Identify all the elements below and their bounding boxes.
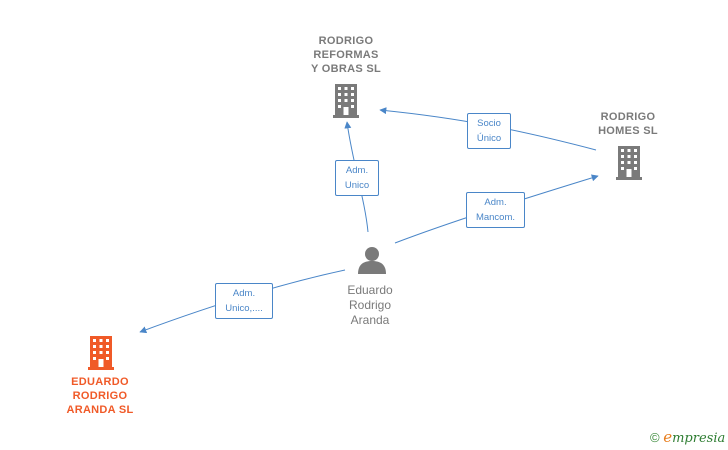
- node-label-line: REFORMAS: [313, 49, 379, 61]
- edge-label-line: Único: [476, 133, 502, 144]
- edge-label-line: Socio: [477, 118, 501, 129]
- edge-label-adm-unico-left[interactable]: Adm. Unico,....: [215, 283, 273, 319]
- person-label-line: Aranda: [350, 313, 390, 327]
- node-label-line: Y OBRAS SL: [310, 63, 382, 75]
- edge-label-socio-unico[interactable]: Socio Único: [467, 113, 511, 149]
- edge-label-adm-unico-top[interactable]: Adm. Unico: [335, 160, 379, 196]
- brand-watermark: © empresia: [650, 428, 725, 446]
- edge-label-line: Adm.: [484, 197, 507, 208]
- brand-logo-letter: e: [663, 428, 673, 446]
- edge-label-line: Unico: [344, 180, 370, 191]
- node-label-line: RODRIGO: [318, 35, 374, 47]
- node-label-line: EDUARDO: [71, 376, 129, 388]
- node-label-line: ARANDA SL: [66, 404, 134, 416]
- edge-label-line: Unico,....: [225, 303, 263, 314]
- edge-label-line: Mancom.: [475, 212, 516, 223]
- person-icon[interactable]: [358, 247, 386, 274]
- building-icon[interactable]: [333, 84, 359, 118]
- node-label-reformas[interactable]: RODRIGO REFORMAS Y OBRAS SL: [296, 34, 396, 76]
- edge-label-adm-mancom[interactable]: Adm. Mancom.: [466, 192, 525, 228]
- node-label-aranda-sl[interactable]: EDUARDO RODRIGO ARANDA SL: [50, 375, 150, 417]
- edge-label-line: Adm.: [232, 288, 256, 299]
- node-label-line: RODRIGO: [72, 390, 128, 402]
- person-label-line: Rodrigo: [348, 298, 392, 312]
- copyright-icon: ©: [650, 430, 660, 445]
- node-label-homes[interactable]: RODRIGO HOMES SL: [578, 110, 678, 138]
- person-label-line: Eduardo: [347, 283, 393, 297]
- person-label[interactable]: Eduardo Rodrigo Aranda: [320, 283, 420, 328]
- node-label-line: RODRIGO: [600, 111, 656, 123]
- building-icon[interactable]: [616, 146, 642, 180]
- brand-logo-text: mpresia: [672, 431, 726, 446]
- edge-label-line: Adm.: [345, 165, 369, 176]
- building-icon-highlight[interactable]: [88, 336, 114, 370]
- node-label-line: HOMES SL: [598, 125, 658, 137]
